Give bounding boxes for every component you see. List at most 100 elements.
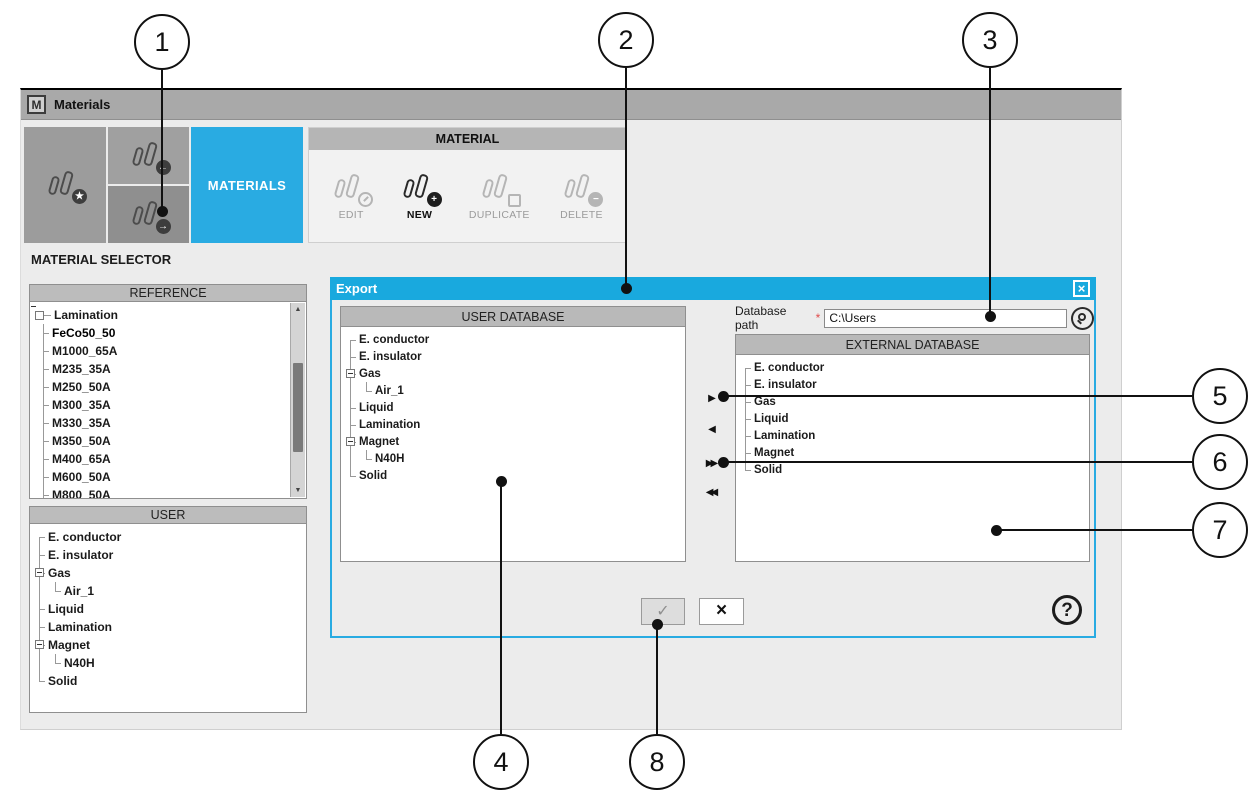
callout-8-badge: 8 — [629, 734, 685, 790]
tree-item-label: Lamination — [754, 429, 816, 442]
tree-item-label: Air_1 — [375, 384, 404, 397]
tree-item[interactable]: M400_65A — [35, 450, 290, 468]
tree-item[interactable]: E. conductor — [741, 359, 1089, 376]
move-left-button[interactable]: ◀ — [708, 424, 716, 435]
external-database-header: EXTERNAL DATABASE — [736, 335, 1089, 355]
cancel-button[interactable]: × — [699, 598, 744, 625]
browse-path-button[interactable] — [1071, 306, 1095, 330]
collapse-icon[interactable] — [346, 368, 355, 378]
ok-button[interactable]: ✓ — [641, 598, 685, 625]
tree-item-label: Lamination — [54, 308, 119, 322]
move-all-left-button[interactable]: ◀◀ — [705, 487, 718, 498]
tree-item-label: Solid — [359, 469, 388, 482]
tree-item[interactable]: N40H — [35, 654, 306, 672]
tab-materials[interactable]: MATERIALS — [191, 127, 303, 243]
tree-item[interactable]: Lamination — [35, 306, 290, 324]
tree-item-label: Liquid — [48, 602, 84, 616]
tree-item[interactable]: M235_35A — [35, 360, 290, 378]
scroll-thumb[interactable] — [293, 363, 303, 453]
tree-item[interactable]: E. insulator — [346, 348, 685, 365]
tree-item[interactable]: Air_1 — [346, 382, 685, 399]
tree-item-label: Lamination — [48, 620, 113, 634]
move-right-button[interactable]: ▶ — [708, 393, 716, 404]
callout-5-badge: 5 — [1192, 368, 1248, 424]
tree-item[interactable]: Solid — [346, 467, 685, 484]
tree-item[interactable]: M1000_65A — [35, 342, 290, 360]
tree-item[interactable]: M250_50A — [35, 378, 290, 396]
tree-item[interactable]: E. insulator — [35, 546, 306, 564]
collapse-icon[interactable] — [346, 436, 355, 446]
close-icon[interactable]: × — [1073, 280, 1090, 297]
new-label: NEW — [406, 208, 433, 221]
tree-item-label: M1000_65A — [52, 344, 118, 358]
export-dialog-title: Export — [336, 281, 378, 296]
delete-material-icon: − — [562, 172, 604, 207]
move-all-right-button[interactable]: ▶▶ — [705, 458, 718, 469]
tree-item[interactable]: FeCo50_50 — [35, 324, 290, 342]
import-materials-tile[interactable]: ← — [108, 127, 189, 184]
materials-star-icon: ★ — [46, 169, 87, 204]
tree-item-label: FeCo50_50 — [52, 326, 116, 340]
tree-item[interactable]: M300_35A — [35, 396, 290, 414]
tree-item[interactable]: Liquid — [741, 410, 1089, 427]
minus-badge-icon: − — [588, 191, 604, 207]
delete-material-button[interactable]: − DELETE — [560, 172, 604, 221]
callout-2-badge: 2 — [598, 12, 654, 68]
export-materials-tile[interactable]: → — [108, 186, 189, 243]
tree-item[interactable]: Air_1 — [35, 582, 306, 600]
tree-item[interactable]: Gas — [741, 393, 1089, 410]
tree-item[interactable]: Magnet — [741, 444, 1089, 461]
tree-item[interactable]: N40H — [346, 450, 685, 467]
materials-favorites-tile[interactable]: ★ — [24, 127, 106, 243]
tree-item-label: M800_50A — [52, 488, 111, 498]
tree-item[interactable]: E. conductor — [35, 528, 306, 546]
help-button[interactable]: ? — [1052, 595, 1082, 625]
tree-item[interactable]: Gas — [35, 564, 306, 582]
copy-badge-icon — [508, 193, 522, 207]
tree-item[interactable]: Solid — [741, 461, 1089, 478]
tree-item[interactable]: Gas — [346, 365, 685, 382]
new-material-button[interactable]: + NEW — [401, 172, 442, 221]
tree-item[interactable]: Magnet — [35, 636, 306, 654]
tree-item[interactable]: Lamination — [35, 618, 306, 636]
tree-item-label: N40H — [64, 656, 95, 670]
tree-item-label: E. insulator — [359, 350, 422, 363]
tree-item[interactable]: Solid — [35, 672, 306, 690]
tree-item[interactable]: Liquid — [346, 399, 685, 416]
collapse-icon[interactable] — [35, 640, 44, 649]
tree-item-label: M400_65A — [52, 452, 111, 466]
tree-item[interactable]: Lamination — [741, 427, 1089, 444]
duplicate-material-icon — [480, 172, 522, 207]
plus-badge-icon: + — [426, 191, 442, 207]
tree-item[interactable]: Liquid — [35, 600, 306, 618]
tree-item[interactable]: M600_50A — [35, 468, 290, 486]
user-header: USER — [30, 507, 306, 524]
tree-item[interactable]: Magnet — [346, 433, 685, 450]
collapse-icon[interactable] — [35, 568, 44, 577]
tree-item-label: Magnet — [48, 638, 90, 652]
database-path-input[interactable] — [824, 308, 1068, 328]
scroll-up-icon[interactable]: ▲ — [294, 306, 302, 313]
tree-item[interactable]: M800_50A — [35, 486, 290, 498]
edit-material-button[interactable]: EDIT — [332, 172, 374, 221]
reference-scrollbar[interactable]: ▲ ▼ — [290, 303, 305, 497]
collapse-icon[interactable] — [35, 310, 44, 320]
material-group-title: MATERIAL — [309, 128, 626, 150]
tree-item[interactable]: E. insulator — [741, 376, 1089, 393]
tree-item-label: Gas — [359, 367, 381, 380]
tree-item-label: M330_35A — [52, 416, 111, 430]
material-selector-title: MATERIAL SELECTOR — [31, 252, 172, 267]
tree-item[interactable]: Lamination — [346, 416, 685, 433]
callout-4-badge: 4 — [473, 734, 529, 790]
tree-item[interactable]: M350_50A — [35, 432, 290, 450]
tree-item[interactable]: E. conductor — [346, 331, 685, 348]
tree-item-label: Solid — [754, 463, 783, 476]
tree-item[interactable]: M330_35A — [35, 414, 290, 432]
duplicate-material-button[interactable]: DUPLICATE — [469, 172, 530, 221]
scroll-down-icon[interactable]: ▼ — [294, 487, 302, 494]
tree-item-label: Solid — [48, 674, 78, 688]
